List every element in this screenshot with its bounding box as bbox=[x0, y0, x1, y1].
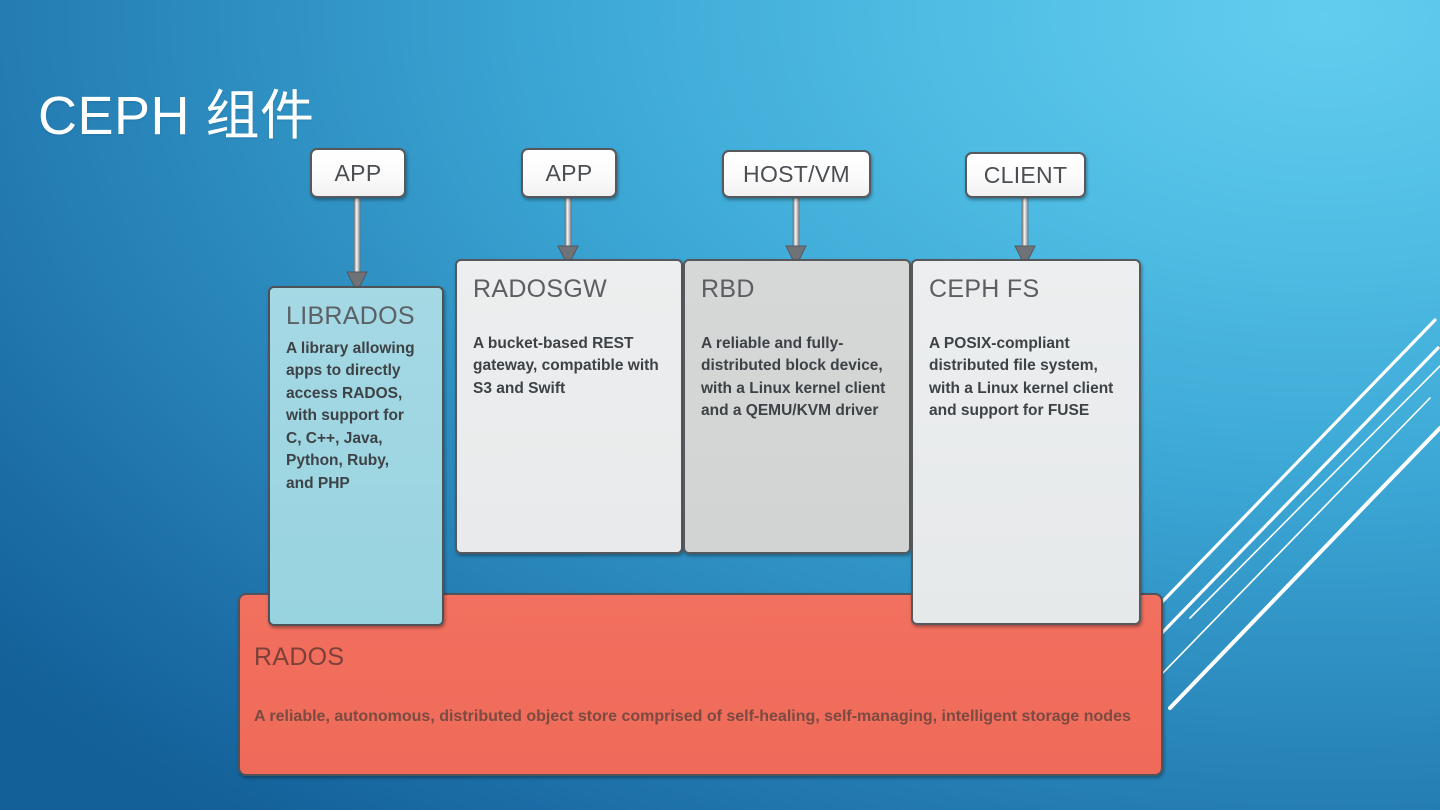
layer-rbd-description: A reliable and fully- distributed block … bbox=[701, 335, 886, 420]
page-title: CEPH 组件 bbox=[38, 86, 315, 146]
client-box-app-2[interactable]: APP bbox=[521, 148, 617, 198]
layer-cephfs-title: CEPH FS bbox=[929, 275, 1040, 303]
client-box-app-1[interactable]: APP bbox=[310, 148, 406, 198]
layer-librados[interactable]: LIBRADOS A library allowing apps to dire… bbox=[268, 286, 444, 626]
layer-rbd-title: RBD bbox=[701, 275, 755, 303]
client-box-label: APP bbox=[545, 159, 593, 186]
client-box-label: CLIENT bbox=[983, 161, 1068, 188]
client-box-host-vm[interactable]: HOST/VM bbox=[722, 150, 871, 198]
layer-radosgw-title: RADOSGW bbox=[473, 275, 608, 303]
layer-cephfs[interactable]: CEPH FS A POSIX-compliant distributed fi… bbox=[911, 259, 1141, 625]
layer-rbd[interactable]: RBD A reliable and fully- distributed bl… bbox=[683, 259, 911, 554]
layer-librados-title: LIBRADOS bbox=[286, 302, 415, 330]
layer-radosgw[interactable]: RADOSGW A bucket-based REST gateway, com… bbox=[455, 259, 683, 554]
client-box-label: HOST/VM bbox=[743, 160, 850, 187]
layer-rados-title: RADOS bbox=[254, 643, 345, 671]
layer-radosgw-description: A bucket-based REST gateway, compatible … bbox=[473, 335, 659, 397]
layer-librados-description: A library allowing apps to directly acce… bbox=[286, 340, 415, 492]
client-box-label: APP bbox=[334, 159, 382, 186]
client-box-client[interactable]: CLIENT bbox=[965, 152, 1086, 198]
layer-rados-description: A reliable, autonomous, distributed obje… bbox=[254, 708, 1131, 725]
layer-cephfs-description: A POSIX-compliant distributed file syste… bbox=[929, 335, 1114, 420]
